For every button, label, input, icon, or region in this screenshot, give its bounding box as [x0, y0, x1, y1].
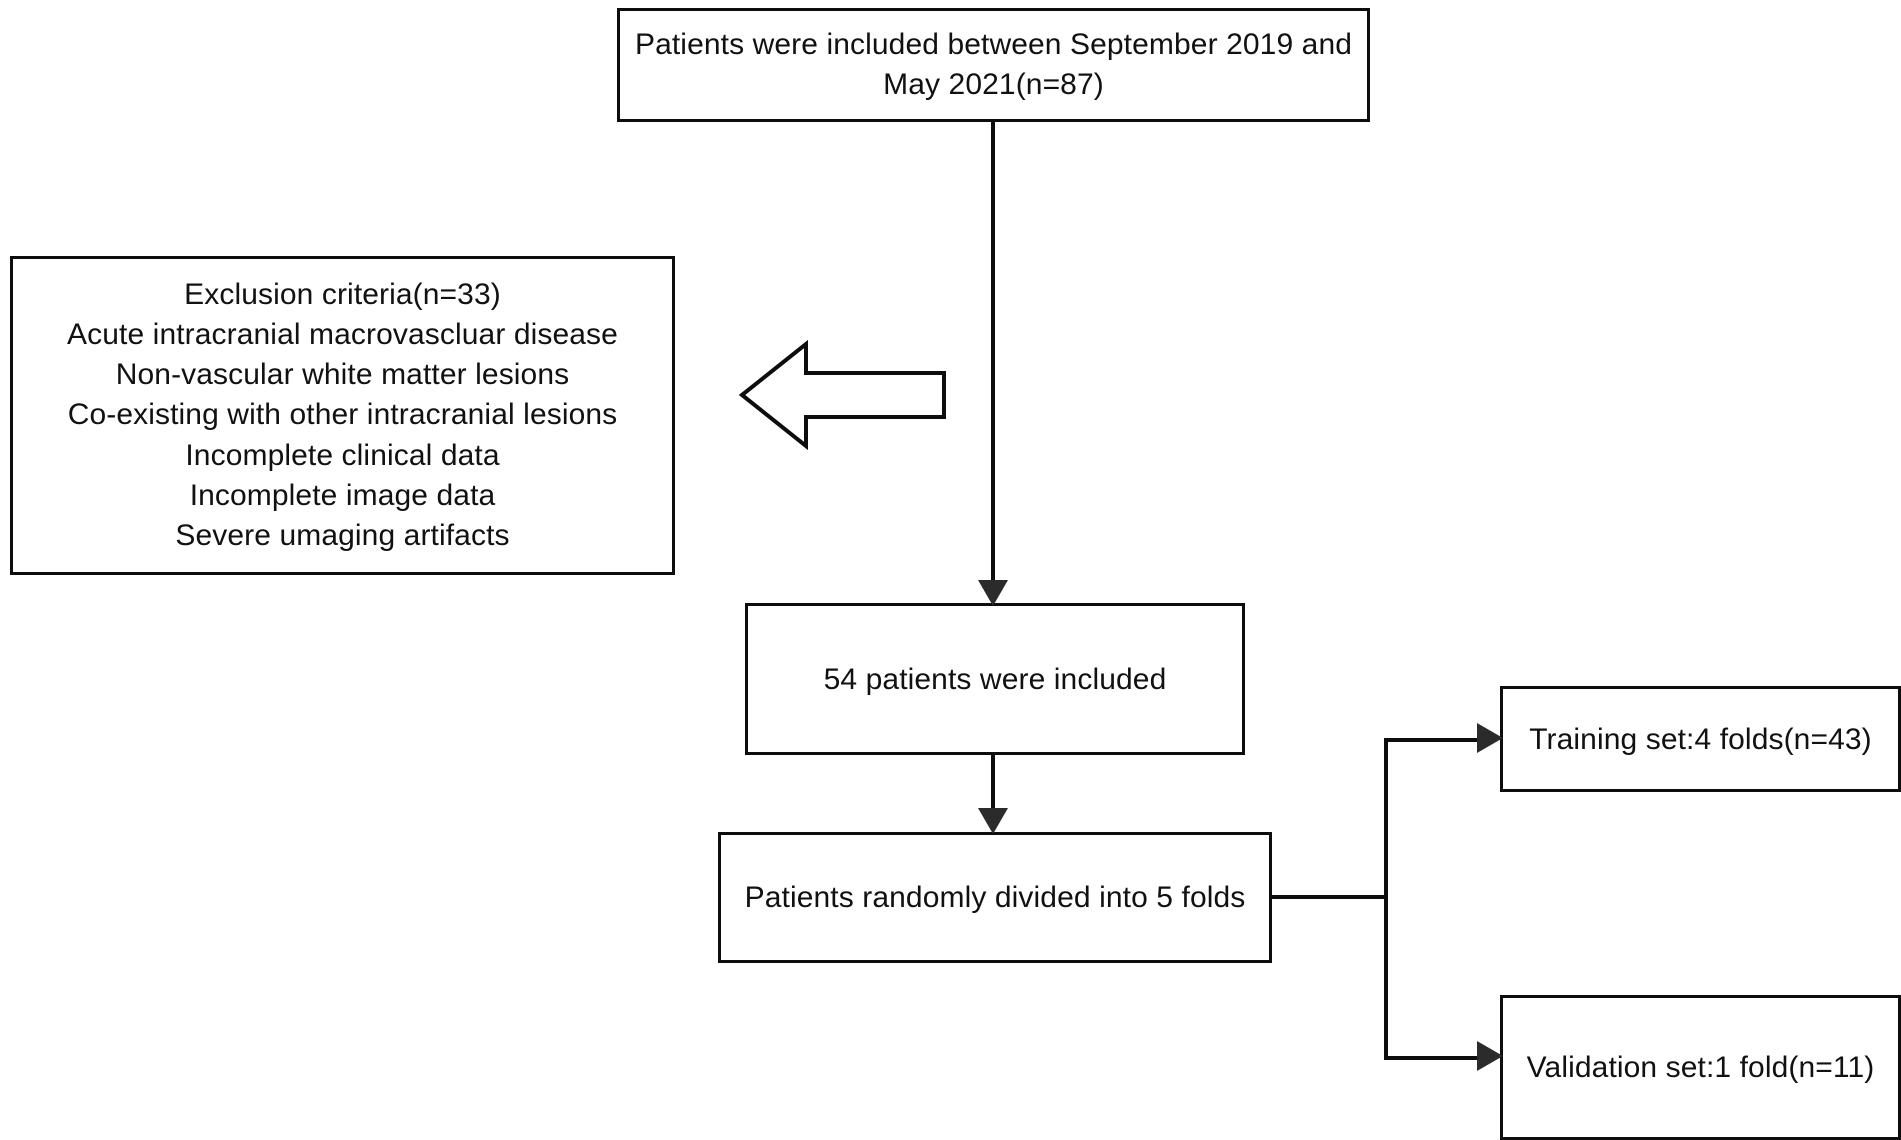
node-random-folds: Patients randomly divided into 5 folds: [718, 832, 1272, 963]
edge-folds-stem: [1272, 895, 1388, 899]
node-included-patients: 54 patients were included: [745, 603, 1245, 755]
edge-enrollment-to-included: [991, 122, 995, 582]
edge-folds-branch-spine: [1384, 738, 1388, 1060]
node-training-set-label: Training set:4 folds(n=43): [1529, 722, 1872, 756]
arrowhead-right-icon: [1477, 723, 1503, 753]
arrowhead-right-icon: [1477, 1041, 1503, 1071]
node-enrollment-label: Patients were included between September…: [634, 28, 1353, 101]
edge-included-to-folds: [991, 755, 995, 811]
node-exclusion-criteria-label: Exclusion criteria(n=33) Acute intracran…: [67, 277, 618, 552]
node-exclusion-criteria: Exclusion criteria(n=33) Acute intracran…: [10, 256, 675, 575]
block-arrow-left-icon: [738, 340, 948, 450]
node-included-patients-label: 54 patients were included: [823, 662, 1167, 696]
edge-folds-to-validation: [1384, 1056, 1484, 1060]
node-validation-set: Validation set:1 fold(n=11): [1500, 995, 1901, 1140]
node-enrollment: Patients were included between September…: [617, 8, 1370, 122]
arrowhead-down-icon: [978, 808, 1008, 834]
arrowhead-down-icon: [978, 580, 1008, 606]
node-validation-set-label: Validation set:1 fold(n=11): [1526, 1051, 1875, 1084]
node-training-set: Training set:4 folds(n=43): [1500, 686, 1901, 792]
node-random-folds-label: Patients randomly divided into 5 folds: [744, 881, 1246, 914]
edge-folds-to-training: [1384, 738, 1484, 742]
